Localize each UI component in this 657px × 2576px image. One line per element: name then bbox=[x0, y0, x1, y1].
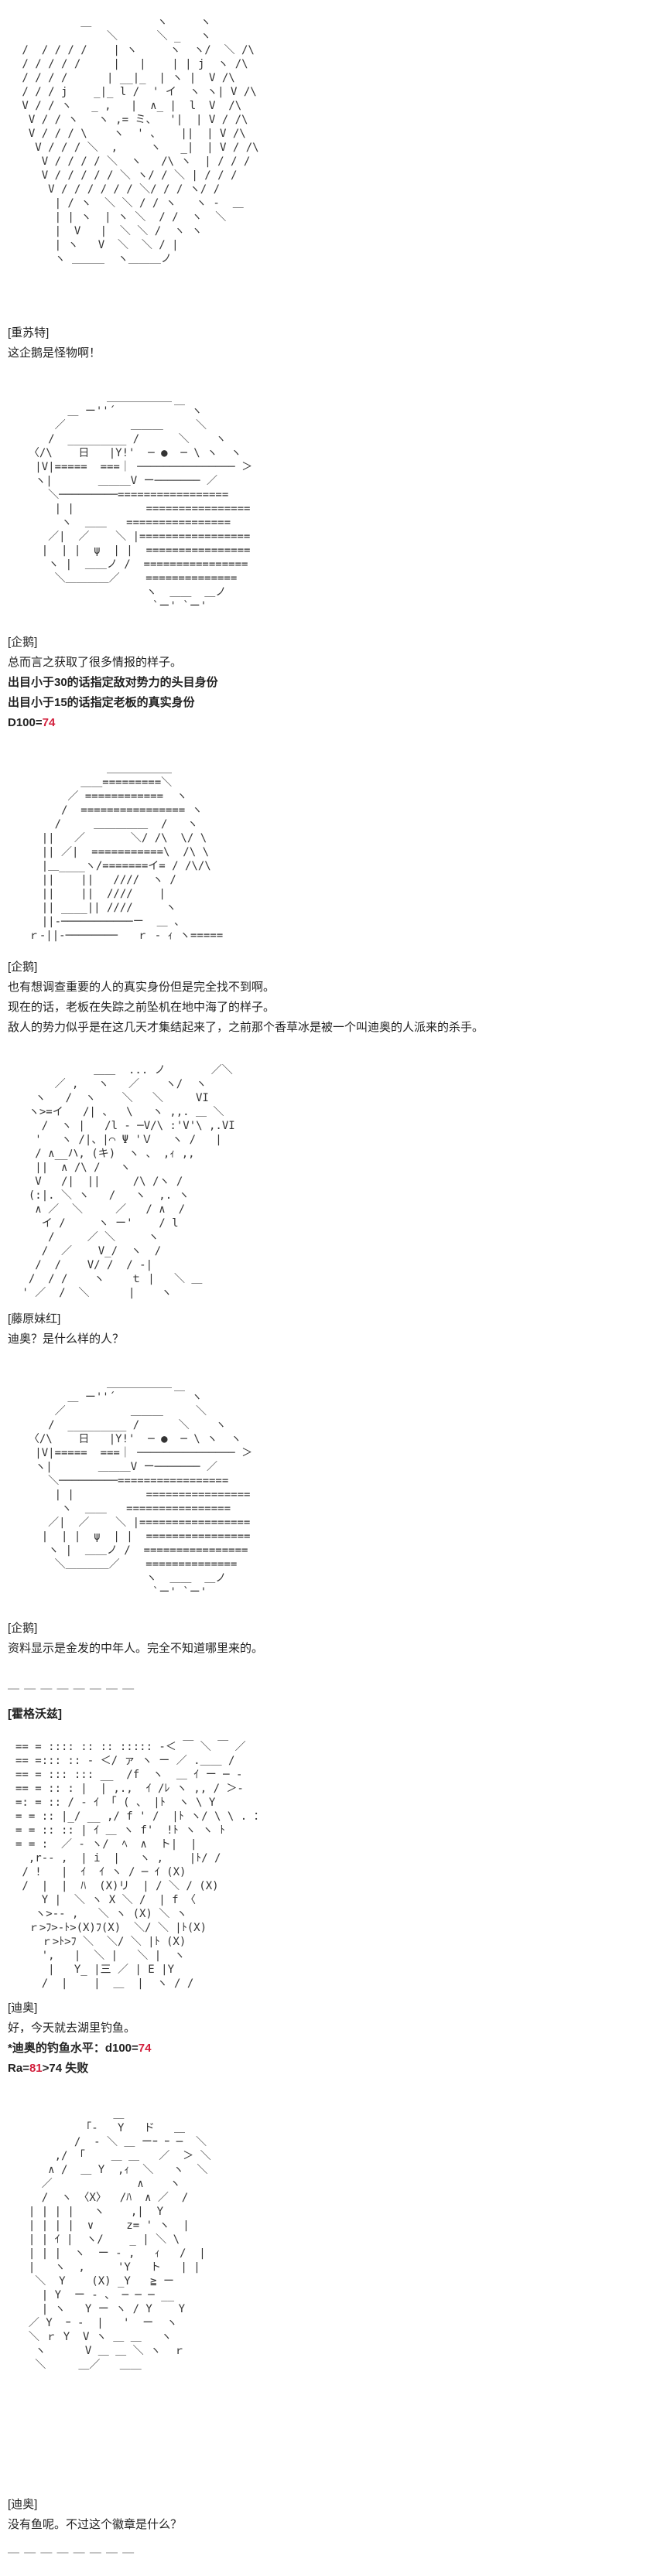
speaker-label: [藤原妹红] bbox=[8, 1312, 61, 1326]
dialogue-line: 现在的话，老板在失踪之前坠机在地中海了的样子。 bbox=[8, 1001, 275, 1014]
speaker-label: [企鹅] bbox=[8, 960, 38, 974]
section-divider: — — — — — — — — bbox=[8, 2546, 135, 2559]
dialogue-line: 这企鹅是怪物啊！ bbox=[8, 346, 101, 360]
dice-check-value: 81 bbox=[29, 2062, 43, 2075]
dialogue-line: 资料显示是金发的中年人。完全不知道哪里来的。 bbox=[8, 1642, 264, 1655]
speaker-label: [企鹅] bbox=[8, 636, 38, 649]
dialogue-line: 也有想调查重要的人的真实身份但是完全找不到啊。 bbox=[8, 981, 275, 994]
speaker-label: [迪奥] bbox=[8, 2001, 38, 2015]
dialogue-line: 出目小于15的话指定老板的真实身份 bbox=[8, 696, 195, 709]
dialogue-line: 迪奥？是什么样的人？ bbox=[8, 1332, 125, 1346]
dialogue-line: 总而言之获取了很多情报的样子。 bbox=[8, 656, 183, 669]
dice-check-line: Ra=81>74 失败 bbox=[8, 2060, 642, 2077]
dialogue-line: 没有鱼呢。不过这个徽章是什么？ bbox=[8, 2518, 183, 2531]
ascii-art-penguin: ＿＿＿＿＿＿ ＿ ー''´ ￣ ヽ ／ ＿＿＿ ＼ / _________ / … bbox=[28, 1377, 253, 1598]
dice-roll-label: *迪奥的钓鱼水平：d100= bbox=[8, 2042, 139, 2055]
dialogue-line: 敌人的势力似乎是在这几天才集结起来了，之前那个香草冰是被一个叫迪奥的人派来的杀手… bbox=[8, 1021, 484, 1034]
dice-roll-value: 74 bbox=[138, 2042, 152, 2055]
speaker-label: [重苏特] bbox=[8, 326, 50, 339]
ascii-art-mokou: ＿＿ ... ノ ／＼ ／ , ヽ ／ ヽ/ ヽ ヽ / ヽ ＼ ＼ VI ヽ>… bbox=[22, 1064, 235, 1299]
section-divider: — — — — — — — — bbox=[8, 1682, 135, 1695]
dice-check-result: >74 失败 bbox=[42, 2062, 89, 2075]
speaker-label: [企鹅] bbox=[8, 1622, 38, 1635]
ascii-art-penguin: ＿＿＿＿＿＿ ＿ ー''´ ￣ ヽ ／ ＿＿＿ ＼ / _________ / … bbox=[28, 391, 253, 612]
speaker-label: [迪奥] bbox=[8, 2498, 38, 2511]
dialogue-line: 好，今天就去湖里钓鱼。 bbox=[8, 2022, 136, 2035]
dialogue-line: 出目小于30的话指定敌对势力的头目身份 bbox=[8, 676, 218, 689]
dice-roll-line: *迪奥的钓鱼水平：d100=74 bbox=[8, 2040, 642, 2057]
section-title: [霍格沃兹] bbox=[8, 1708, 62, 1721]
dice-roll-value: 74 bbox=[42, 716, 56, 729]
dice-roll-line: D100=74 bbox=[8, 715, 642, 732]
ascii-art-penguin-side: ＿＿＿＿＿＿ ＿＿=========＼ ／ ============ ヽ / =… bbox=[28, 763, 224, 942]
dice-roll-label: D100= bbox=[8, 716, 43, 729]
ascii-art-zucchero: ＿ ヽ ヽ ＼ ＼ _ ヽ / / / / / | ヽ ヽ ヽ/ ＼ /\ / … bbox=[22, 16, 259, 265]
dice-check-label: Ra= bbox=[8, 2062, 29, 2075]
ascii-art-dio: == = :::: :: :: ::::: ‐＜ ￣ ＼ ￣ ／ == =:::… bbox=[15, 1741, 265, 1990]
ascii-art-dio-fishing: ＿ 「‐ Y ド ＿ / ‐ ＼ ＿ ーｰ ｰ ─ ＼ ,/ 「 ＿ ＿ ／ ＞… bbox=[28, 2108, 211, 2371]
